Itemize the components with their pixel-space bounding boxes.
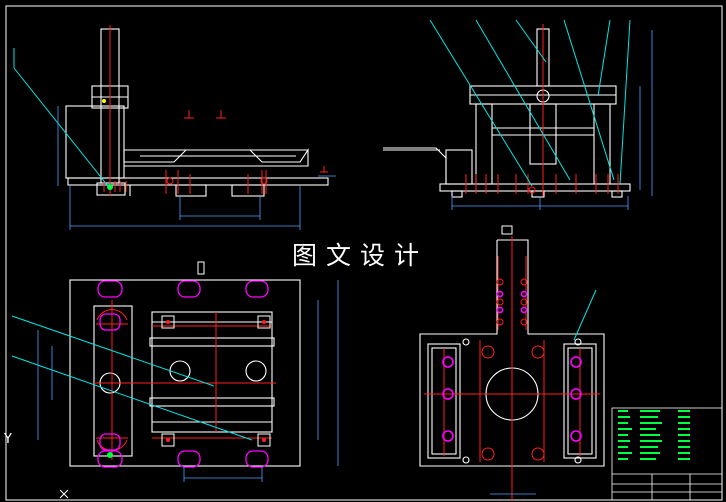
sheet-border [5,5,723,501]
section-view-c-c [419,225,605,500]
side-elevation-view [383,19,653,210]
title-block-entries [618,410,690,460]
axis-label-y: Y [4,432,12,447]
watermark-text: 图文设计 [292,241,429,270]
front-elevation-view [13,25,336,230]
ucs-axis-icon [59,489,69,499]
plan-view [11,261,339,482]
title-block [611,407,723,501]
